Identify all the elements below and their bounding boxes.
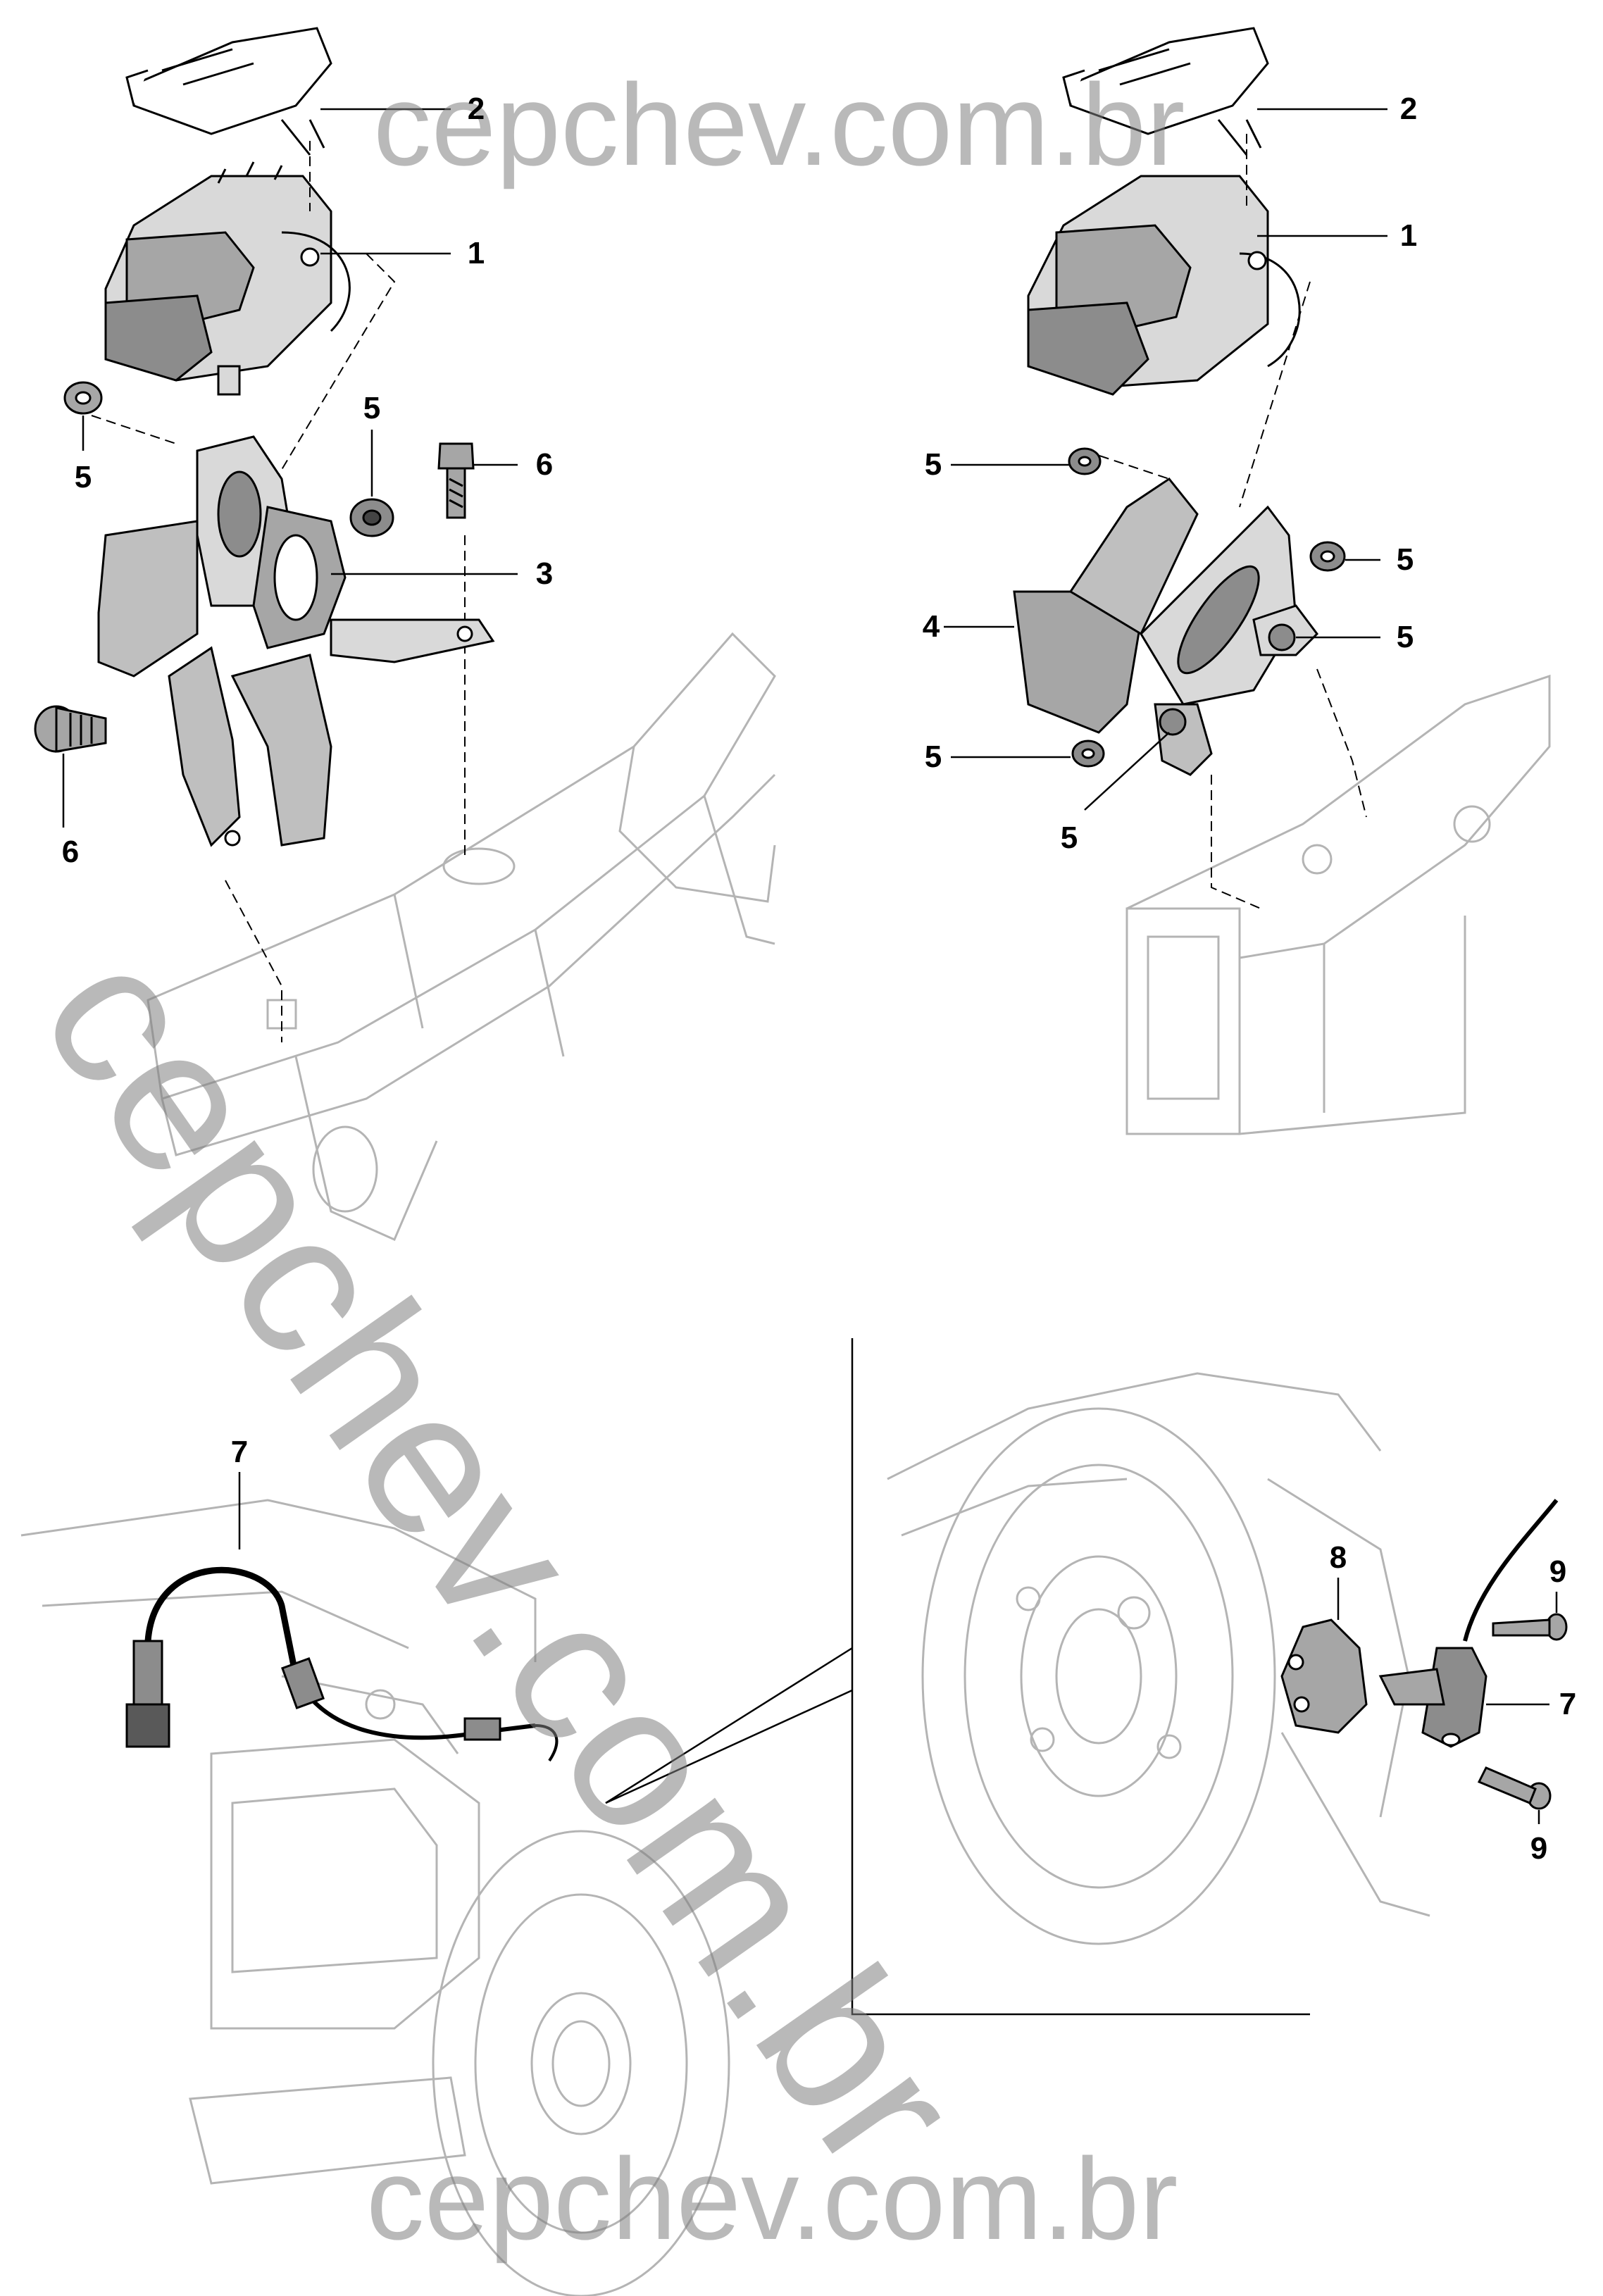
right-top-bracket [1062,27,1269,156]
callout-left-1: 1 [467,236,485,270]
left-bolt-left [34,705,107,753]
right-nut-lower-left [1071,740,1105,768]
right-chassis-frame [1125,674,1551,1135]
callout-sensor-9-lower: 9 [1530,1831,1548,1866]
right-leader-lines [944,108,1387,811]
callout-right-5-right-lower: 5 [1396,620,1414,654]
callout-left-5-nut-right: 5 [363,391,381,425]
callout-right-4: 4 [922,609,940,644]
right-assembly [944,27,1551,1135]
watermark-top: cepchev.com.br [373,60,1185,189]
sensor-leader-lines [238,1338,1310,2016]
callout-right-2: 2 [1399,92,1418,126]
callout-left-3: 3 [535,556,554,591]
left-nut-left [63,381,103,415]
callout-sensor-9-upper: 9 [1549,1554,1567,1589]
left-top-bracket [125,27,332,156]
right-bracket [1013,477,1318,776]
left-bolt-right [437,442,475,519]
callout-right-1: 1 [1399,218,1418,253]
detail-sensor [1378,1499,1559,1748]
detail-leader-lines [1337,1578,1558,1824]
sensor-cable-assembly [125,1566,559,1762]
left-assembly [34,27,776,1241]
detail-hub-assembly [887,1372,1430,1945]
callout-left-5-nut-left: 5 [74,460,92,494]
callout-right-5-lower-left: 5 [924,740,942,774]
left-leader-lines [62,108,518,828]
callout-sensor-7: 7 [1559,1687,1577,1721]
callout-left-6-bolt-right: 6 [535,447,554,482]
callout-right-5-right-upper: 5 [1396,542,1414,577]
sensor-section [20,1338,1568,2296]
left-bracket [97,435,495,847]
right-alignment-lines [1084,134,1367,909]
callout-sensor-7-cable: 7 [230,1435,249,1469]
right-abs-unit [1027,175,1301,396]
left-chassis-frame [146,632,776,1241]
left-abs-unit [104,161,351,396]
left-alignment-lines [91,141,466,1042]
callout-right-5-upper-left: 5 [924,447,942,482]
left-hub-assembly [20,1499,730,2296]
detail-bolt-lower [1477,1766,1552,1810]
callout-right-5-bottom: 5 [1060,821,1078,855]
right-nut-right-upper [1309,541,1346,572]
callout-left-2: 2 [467,92,485,126]
watermark-bottom: cepchev.com.br [366,2134,1178,2264]
detail-bolt-upper [1492,1613,1568,1641]
callout-sensor-8: 8 [1329,1540,1347,1575]
callout-left-6-bolt-left: 6 [61,835,80,869]
detail-sensor-bracket [1280,1618,1368,1734]
left-nut-right [349,498,394,537]
right-nut-upper-left [1068,447,1102,475]
